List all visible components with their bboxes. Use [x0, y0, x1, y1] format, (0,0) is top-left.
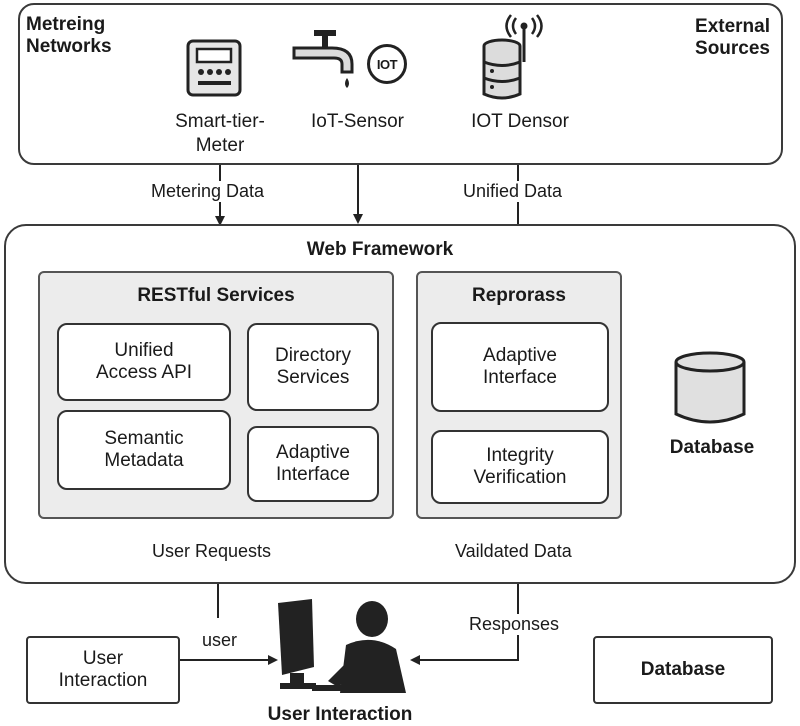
reprocess-title: Reprorass [472, 285, 566, 306]
web-framework-title: Web Framework [306, 239, 454, 260]
database-label: Database [669, 437, 755, 458]
metering-data-label: Metering Data [148, 181, 268, 202]
user-requests-label: User Requests [149, 541, 275, 562]
database-icon [674, 351, 746, 424]
restful-services-title: RESTful Services [137, 285, 295, 306]
smart-meter-icon [186, 39, 242, 97]
database-antenna-icon [482, 14, 543, 100]
validated-data-label: Vaildated Data [452, 541, 575, 562]
iot-badge-icon: IOT [367, 44, 407, 84]
external-sources-title: External Sources [695, 16, 770, 59]
top-panel [18, 3, 783, 165]
smart-meter-label: Smart-tier- Meter [175, 111, 265, 156]
metering-networks-title: Metreing Networks [26, 14, 112, 57]
database-box: Database [593, 636, 773, 704]
unified-data-label: Unified Data [460, 181, 566, 202]
user-label: user [199, 630, 241, 651]
user-at-computer-icon [278, 599, 406, 693]
iot-sensor-label: IoT-Sensor [311, 111, 404, 132]
water-tap-icon [292, 30, 354, 88]
iot-densor-label: IOT Densor [471, 111, 569, 132]
iot-badge-text: IOT [376, 56, 398, 72]
user-interaction-label: User Interaction [267, 704, 413, 725]
responses-label: Responses [466, 614, 563, 635]
